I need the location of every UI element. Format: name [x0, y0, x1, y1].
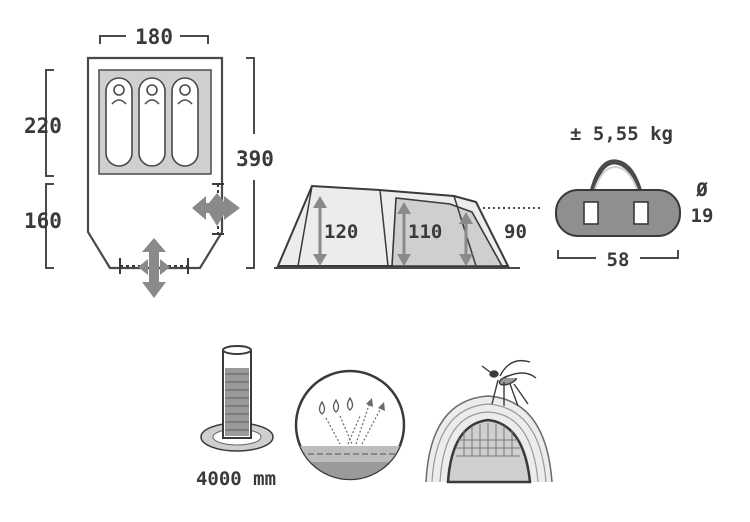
sleeping-bag: [138, 77, 166, 167]
diameter-symbol: Ø: [695, 179, 708, 201]
raindrop-icon: [346, 396, 354, 411]
front-entrance-arrows-icon: [138, 238, 170, 298]
inner-tent-profile: [391, 197, 504, 267]
front-pole: [297, 185, 313, 267]
breathable-fabric-icon: [294, 369, 406, 481]
bag-length-label: 58: [607, 249, 630, 271]
total-length-label: 390: [236, 147, 274, 171]
mosquito-icon: [481, 359, 537, 407]
carry-bag: ± 5,55 kg Ø 19 58: [555, 123, 714, 271]
person-head-icon: [113, 84, 125, 96]
bag-buckle: [633, 201, 649, 225]
inner-height-label: 110: [408, 221, 442, 243]
width-label: 180: [135, 25, 173, 49]
inner-length-bracket: [45, 69, 54, 177]
side-entrance-arrows-icon: [192, 193, 240, 226]
width-bracket: [99, 35, 209, 44]
floor-plan: [45, 35, 255, 270]
bag-weight-label: ± 5,55 kg: [570, 123, 673, 145]
vestibule-length-bracket: [45, 183, 54, 269]
front-door: [119, 258, 189, 274]
inner-length-label: 220: [24, 114, 62, 138]
mosquito-net-icon: [425, 359, 553, 484]
middle-pole: [379, 189, 389, 267]
rear-height-label: 90: [504, 221, 527, 243]
person-shoulders-icon: [177, 99, 193, 105]
person-shoulders-icon: [144, 99, 160, 105]
raindrop-icon: [332, 398, 340, 413]
bag-handle: [589, 159, 643, 193]
water-column-icon: [200, 345, 274, 452]
water-column-label: 4000 mm: [196, 468, 276, 490]
vestibule-length-label: 160: [24, 209, 62, 233]
front-height-label: 120: [324, 221, 358, 243]
sleeping-bag: [171, 77, 199, 167]
bag-length-bracket: [557, 250, 679, 259]
person-shoulders-icon: [111, 99, 127, 105]
bag-diameter-label: 19: [691, 205, 714, 227]
height-arrows-icon: [313, 196, 473, 266]
person-head-icon: [146, 84, 158, 96]
person-head-icon: [179, 84, 191, 96]
total-length-bracket: [246, 57, 255, 269]
bag-handle-highlight: [593, 165, 639, 193]
sleeping-bags: [105, 77, 199, 167]
bag-buckle: [583, 201, 599, 225]
sleeping-bag: [105, 77, 133, 167]
bag-body: [555, 189, 681, 237]
side-view: 120 110 90: [274, 184, 540, 269]
tent-outline: [86, 56, 224, 270]
raindrop-icon: [318, 400, 326, 415]
